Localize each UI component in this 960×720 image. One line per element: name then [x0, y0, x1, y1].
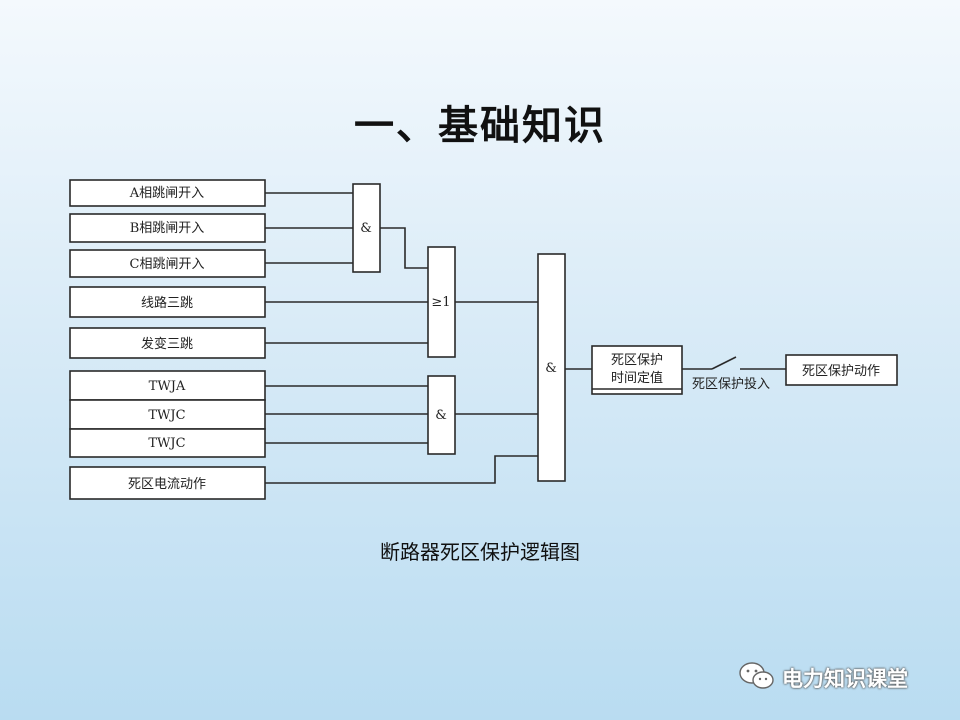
svg-text:死区保护动作: 死区保护动作 — [802, 364, 880, 379]
input-wires — [265, 192, 538, 484]
svg-text:死区保护: 死区保护 — [611, 353, 663, 368]
wire-and-to-or — [380, 227, 428, 269]
input-twjc: TWJC — [69, 428, 266, 458]
svg-text:时间定值: 时间定值 — [611, 370, 663, 386]
and-gate-phase-trip: & — [352, 183, 381, 273]
svg-text:&: & — [545, 361, 557, 376]
input-transformer-trip: 发变三跳 — [69, 327, 266, 359]
diagram-caption: 断路器死区保护逻辑图 — [380, 540, 580, 564]
svg-text:≥1: ≥1 — [431, 295, 450, 310]
svg-text:发变三跳: 发变三跳 — [141, 336, 193, 352]
svg-text:A相跳闸开入: A相跳闸开入 — [129, 186, 204, 201]
wechat-icon — [738, 661, 776, 695]
svg-text:TWJC: TWJC — [148, 436, 185, 451]
svg-text:C相跳闸开入: C相跳闸开入 — [130, 257, 205, 272]
and-gate-twj: & — [427, 375, 456, 455]
svg-text:TWJC: TWJC — [148, 408, 185, 423]
dead-zone-enable-switch: 死区保护投入 — [682, 356, 786, 392]
input-c-trip: C相跳闸开入 — [69, 249, 266, 278]
watermark-text: 电力知识课堂 — [782, 667, 908, 691]
or-gate-trip: ≥1 — [427, 246, 456, 358]
and-gate-main: & — [537, 253, 566, 482]
svg-text:线路三跳: 线路三跳 — [141, 295, 193, 311]
svg-text:死区电流动作: 死区电流动作 — [128, 477, 206, 492]
svg-text:&: & — [435, 408, 447, 423]
watermark: 电力知识课堂 — [738, 662, 908, 694]
output-dead-zone-trip: 死区保护动作 — [785, 354, 898, 386]
input-dead-zone-current: 死区电流动作 — [69, 466, 266, 500]
input-b-trip: B相跳闸开入 — [69, 213, 266, 243]
dead-zone-timer-block: 死区保护 时间定值 — [591, 345, 683, 395]
svg-text:死区保护投入: 死区保护投入 — [692, 376, 770, 392]
slide-title: 一、基础知识 — [354, 103, 606, 149]
svg-text:&: & — [360, 221, 372, 236]
svg-text:TWJA: TWJA — [149, 379, 186, 394]
svg-text:B相跳闸开入: B相跳闸开入 — [130, 221, 205, 236]
input-twjc: TWJC — [69, 399, 266, 430]
input-twja: TWJA — [69, 370, 266, 401]
input-a-trip: A相跳闸开入 — [69, 179, 266, 207]
input-line-trip: 线路三跳 — [69, 286, 266, 318]
